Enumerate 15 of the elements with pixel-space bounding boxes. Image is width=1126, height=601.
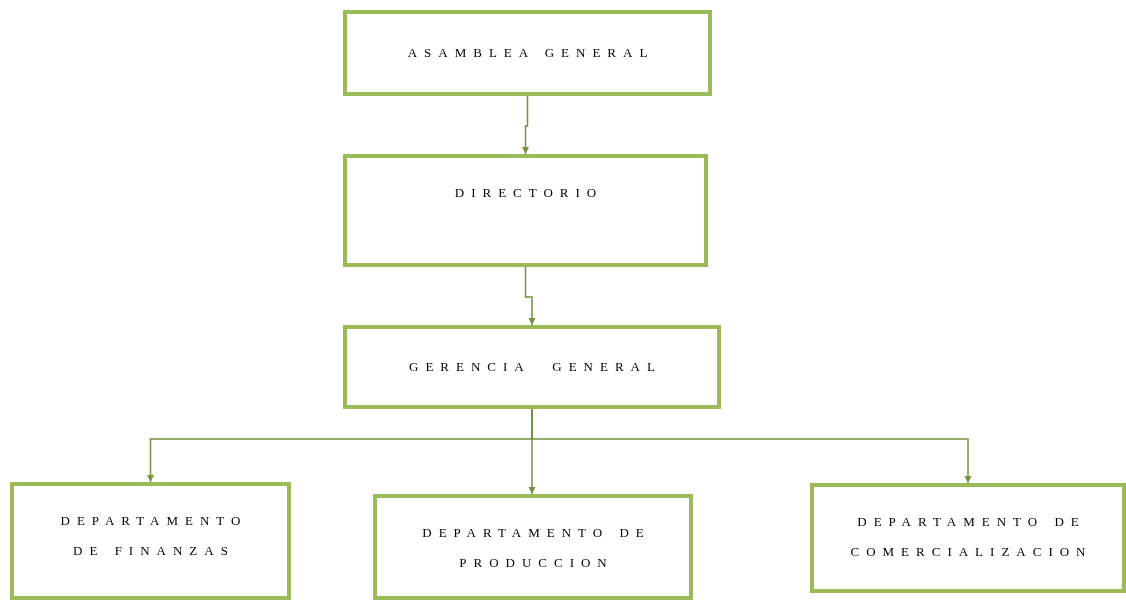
org-box bbox=[373, 494, 693, 600]
org-box bbox=[343, 10, 712, 96]
connector-arrow bbox=[531, 408, 972, 484]
org-box bbox=[343, 154, 708, 267]
box-label: DEPARTAMENTO DE FINANZAS bbox=[59, 512, 249, 560]
org-box bbox=[810, 483, 1126, 593]
box-label: GERENCIA GENERAL bbox=[408, 358, 662, 376]
org-box bbox=[343, 325, 721, 409]
connector-arrow bbox=[522, 95, 529, 155]
connector-arrow bbox=[524, 266, 536, 326]
box-label: ASAMBLEA GENERAL bbox=[406, 44, 655, 62]
box-label: DIRECTORIO bbox=[453, 184, 604, 202]
org-box bbox=[10, 482, 291, 600]
box-label: DEPARTAMENTO DE COMERCIALIZACION bbox=[849, 513, 1094, 561]
box-label: DEPARTAMENTO DE PRODUCCION bbox=[421, 524, 652, 572]
